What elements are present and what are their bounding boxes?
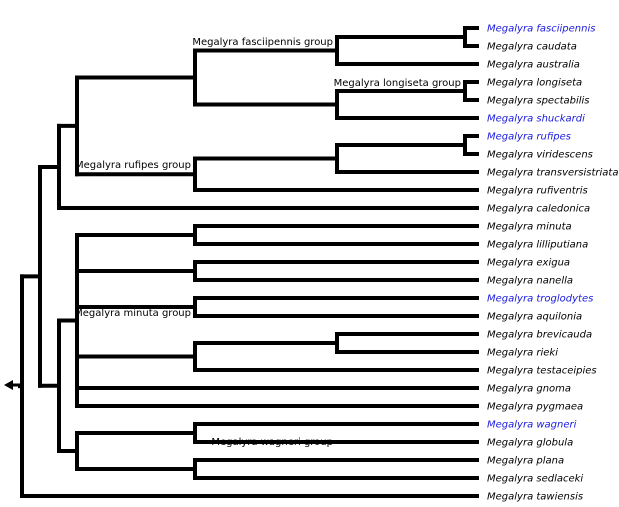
taxon-label: Megalyra rufiventris bbox=[487, 186, 588, 197]
taxon-label: Megalyra longiseta bbox=[487, 78, 582, 89]
group-label-wagneri: Megalyra wagneri group bbox=[211, 437, 333, 448]
taxon-label: Megalyra rieki bbox=[487, 348, 558, 359]
taxon-label: Megalyra transversistriata bbox=[487, 168, 618, 179]
taxon-label: Megalyra plana bbox=[487, 456, 564, 467]
taxon-link[interactable]: Megalyra wagneri bbox=[487, 420, 577, 431]
taxon-label: Megalyra exigua bbox=[487, 258, 570, 269]
group-label-longiseta: Megalyra longiseta group bbox=[334, 78, 461, 89]
taxon-link[interactable]: Megalyra troglodytes bbox=[487, 294, 593, 305]
taxon-link[interactable]: Megalyra fasciipennis bbox=[487, 24, 595, 35]
taxon-label: Megalyra pygmaea bbox=[487, 402, 583, 413]
group-label-fasciipennis: Megalyra fasciipennis group bbox=[192, 37, 333, 48]
taxon-label: Megalyra australia bbox=[487, 60, 580, 71]
taxon-label: Megalyra brevicauda bbox=[487, 330, 592, 341]
taxon-label: Megalyra testaceipies bbox=[487, 366, 597, 377]
taxon-link[interactable]: Megalyra rufipes bbox=[487, 132, 571, 143]
taxon-label: Megalyra viridescens bbox=[487, 150, 593, 161]
taxon-link[interactable]: Megalyra shuckardi bbox=[487, 114, 585, 125]
taxon-label: Megalyra tawiensis bbox=[487, 492, 583, 503]
taxon-label: Megalyra spectabilis bbox=[487, 96, 590, 107]
taxon-label: Megalyra nanella bbox=[487, 276, 573, 287]
taxon-label: Megalyra minuta bbox=[487, 222, 572, 233]
group-labels: Megalyra fasciipennis group Megalyra lon… bbox=[74, 37, 461, 448]
taxon-label: Megalyra caudata bbox=[487, 42, 577, 53]
tree-branches bbox=[18, 26, 479, 498]
group-label-rufipes: Megalyra rufipes group bbox=[75, 160, 191, 171]
taxon-label: Megalyra lilliputiana bbox=[487, 240, 588, 251]
taxon-label: Megalyra caledonica bbox=[487, 204, 590, 215]
arrow-left-icon[interactable] bbox=[4, 380, 22, 390]
taxon-label: Megalyra sedlaceki bbox=[487, 474, 583, 485]
taxon-label: Megalyra aquilonia bbox=[487, 312, 582, 323]
taxon-label: Megalyra globula bbox=[487, 438, 573, 449]
taxon-label: Megalyra gnoma bbox=[487, 384, 571, 395]
group-label-minuta: Megalyra minuta group bbox=[74, 308, 191, 319]
